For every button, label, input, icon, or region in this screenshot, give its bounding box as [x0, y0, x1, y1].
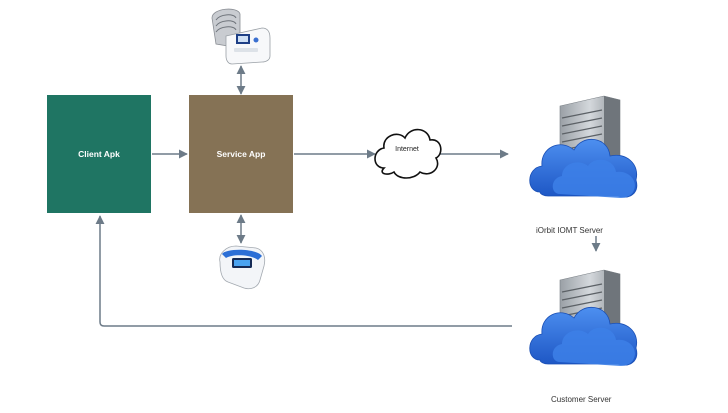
customer-server-label: Customer Server [551, 395, 612, 404]
client-apk-label: Client Apk [78, 149, 120, 159]
service-app-label: Service App [216, 149, 266, 159]
server-cloud-icon [529, 95, 638, 198]
blood-pressure-monitor-icon [211, 8, 271, 65]
pulse-oximeter-icon [219, 245, 266, 290]
iorbit-server-label: iOrbit IOMT Server [536, 226, 603, 235]
internet-cloud-icon [374, 128, 442, 179]
client-apk-node: Client Apk [47, 95, 151, 213]
server-cloud-icon [529, 269, 638, 366]
internet-label: Internet [395, 146, 419, 153]
arrow-customer-to-client [95, 215, 512, 327]
service-app-node: Service App [189, 95, 293, 213]
